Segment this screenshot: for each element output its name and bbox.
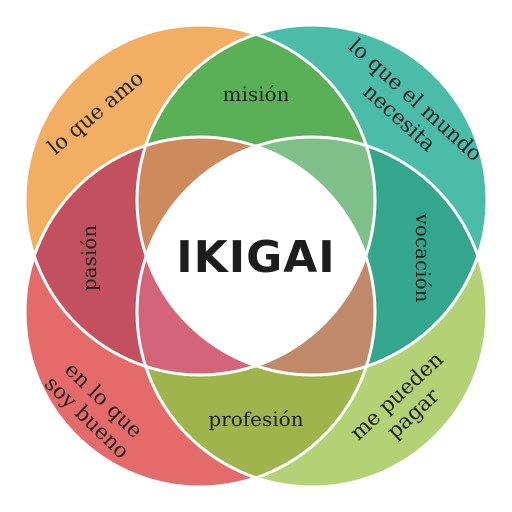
label-vocation: vocación <box>411 213 435 303</box>
outline-paid-for <box>135 135 489 489</box>
outline-good-at <box>23 135 377 489</box>
label-mission: misión <box>223 82 290 106</box>
center-label: IKIGAI <box>176 232 335 283</box>
outline-world-needs <box>135 23 489 377</box>
circle-outlines <box>23 23 489 489</box>
outline-love <box>23 23 377 377</box>
label-passion: pasión <box>77 225 101 291</box>
label-profession: profesión <box>208 407 303 431</box>
